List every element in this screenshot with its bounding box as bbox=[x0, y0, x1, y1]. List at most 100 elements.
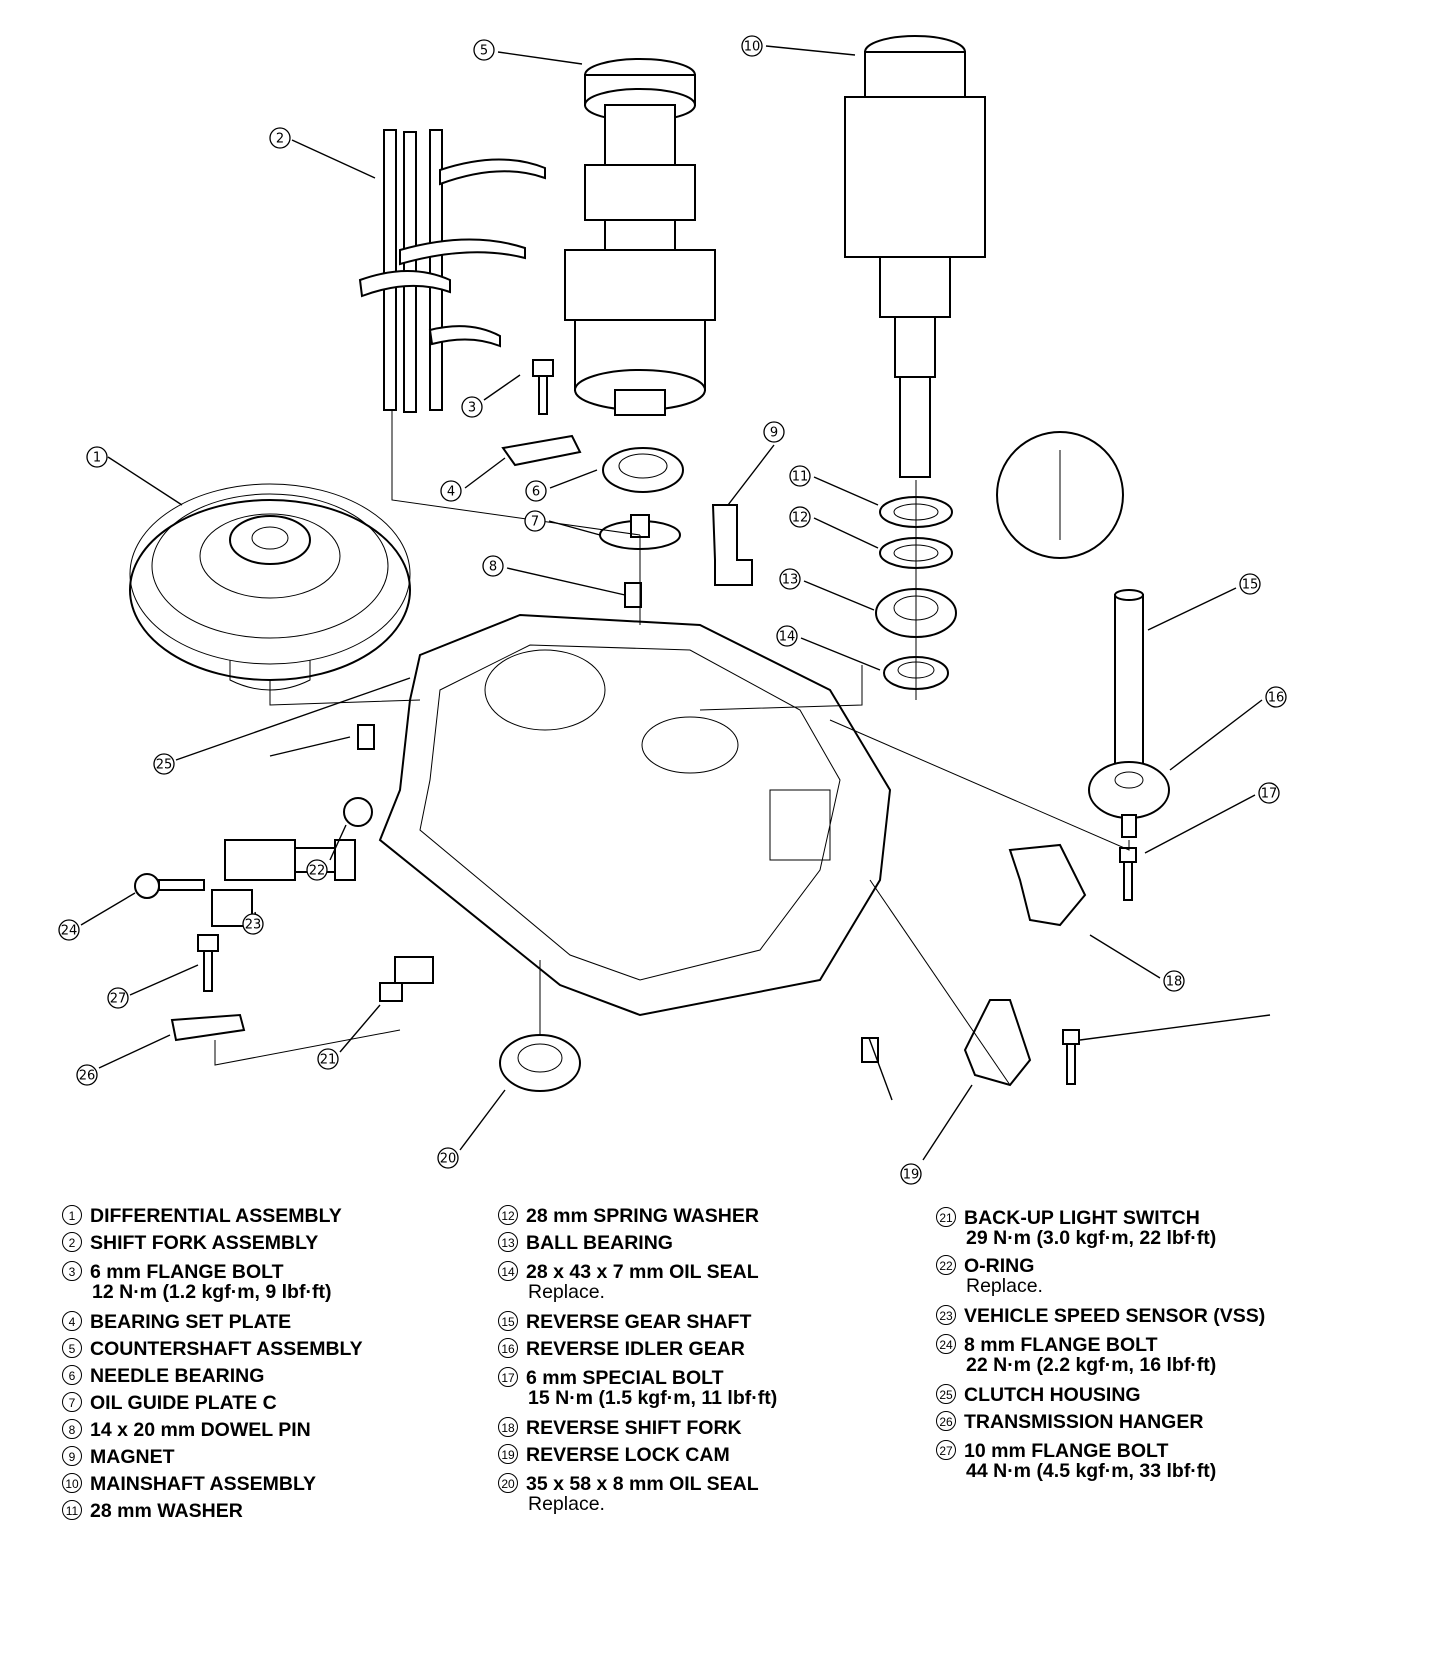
callout-circle bbox=[269, 127, 291, 149]
callout-number: 23 bbox=[245, 918, 262, 933]
callout-17: 17 bbox=[1258, 782, 1280, 804]
flange-bolt-drawing bbox=[532, 359, 554, 415]
legend-number: 7 bbox=[62, 1392, 82, 1412]
callout-circle bbox=[153, 753, 175, 775]
callout-1: 1 bbox=[86, 446, 108, 468]
callout-number: 15 bbox=[1242, 578, 1259, 593]
callout-number: 22 bbox=[309, 864, 326, 879]
legend-sublabel: Replace. bbox=[966, 1275, 1043, 1297]
legend-sublabel: 29 N·m (3.0 kgf·m, 22 lbf·ft) bbox=[966, 1227, 1217, 1249]
legend-number: 21 bbox=[936, 1207, 956, 1227]
callout-number: 5 bbox=[480, 44, 488, 59]
legend-label: 8 mm FLANGE BOLT bbox=[964, 1334, 1158, 1356]
callout-circle bbox=[306, 859, 328, 881]
callout-number: 25 bbox=[156, 758, 173, 773]
callout-circle bbox=[900, 1163, 922, 1185]
callout-5: 5 bbox=[473, 39, 495, 61]
callout-circle bbox=[437, 1147, 459, 1169]
legend-number: 16 bbox=[498, 1338, 518, 1358]
callout-number: 12 bbox=[792, 511, 809, 526]
legend-label: MAGNET bbox=[90, 1446, 175, 1468]
legend-label: DIFFERENTIAL ASSEMBLY bbox=[90, 1205, 342, 1227]
legend-number: 5 bbox=[62, 1338, 82, 1358]
callout-circle bbox=[473, 39, 495, 61]
callout-circle bbox=[58, 919, 80, 941]
callout-4: 4 bbox=[440, 480, 462, 502]
legend-label: O-RING bbox=[964, 1255, 1035, 1277]
callout-9: 9 bbox=[763, 421, 785, 443]
legend-number: 4 bbox=[62, 1311, 82, 1331]
legend-sublabel: 22 N·m (2.2 kgf·m, 16 lbf·ft) bbox=[966, 1354, 1217, 1376]
callout-circle bbox=[461, 396, 483, 418]
parts-drawing bbox=[80, 35, 1271, 1161]
legend-number: 24 bbox=[936, 1334, 956, 1354]
legend-number: 17 bbox=[498, 1367, 518, 1387]
legend-item-16: 16 REVERSE IDLER GEAR bbox=[498, 1336, 928, 1363]
legend-label: OIL GUIDE PLATE C bbox=[90, 1392, 277, 1414]
legend-label: 14 x 20 mm DOWEL PIN bbox=[90, 1419, 311, 1441]
callout-2: 2 bbox=[269, 127, 291, 149]
callout-10: 10 bbox=[741, 35, 763, 57]
callout-12: 12 bbox=[789, 506, 811, 528]
callout-number: 2 bbox=[276, 132, 284, 147]
callout-number: 21 bbox=[320, 1053, 337, 1068]
callout-21: 21 bbox=[317, 1048, 339, 1070]
callout-circle bbox=[524, 510, 546, 532]
legend-label: NEEDLE BEARING bbox=[90, 1365, 265, 1387]
legend-number: 15 bbox=[498, 1311, 518, 1331]
legend-sublabel: Replace. bbox=[528, 1281, 605, 1303]
callout-11: 11 bbox=[789, 465, 811, 487]
legend-label: 6 mm SPECIAL BOLT bbox=[526, 1367, 724, 1389]
legend-number: 14 bbox=[498, 1261, 518, 1281]
legend-sublabel: 12 N·m (1.2 kgf·m, 9 lbf·ft) bbox=[92, 1281, 332, 1303]
legend-number: 23 bbox=[936, 1305, 956, 1325]
callout-19: 19 bbox=[900, 1163, 922, 1185]
legend-label: TRANSMISSION HANGER bbox=[964, 1411, 1204, 1433]
legend-number: 1 bbox=[62, 1205, 82, 1225]
legend-label: REVERSE GEAR SHAFT bbox=[526, 1311, 752, 1333]
callout-circle bbox=[317, 1048, 339, 1070]
legend-number: 3 bbox=[62, 1261, 82, 1281]
legend-label: CLUTCH HOUSING bbox=[964, 1384, 1141, 1406]
legend-number: 11 bbox=[62, 1500, 82, 1520]
legend-number: 2 bbox=[62, 1232, 82, 1252]
legend-label: 10 mm FLANGE BOLT bbox=[964, 1440, 1169, 1462]
callout-number: 7 bbox=[531, 515, 539, 530]
callout-circle bbox=[779, 568, 801, 590]
callout-circle bbox=[440, 480, 462, 502]
legend-label: REVERSE IDLER GEAR bbox=[526, 1338, 745, 1360]
legend-label: 28 x 43 x 7 mm OIL SEAL bbox=[526, 1261, 759, 1283]
legend-item-1: 1 DIFFERENTIAL ASSEMBLY bbox=[62, 1203, 492, 1230]
legend-label: BALL BEARING bbox=[526, 1232, 673, 1254]
legend-number: 27 bbox=[936, 1440, 956, 1460]
callout-circle bbox=[76, 1064, 98, 1086]
callout-circle bbox=[107, 987, 129, 1009]
callout-circle bbox=[1163, 970, 1185, 992]
legend-number: 18 bbox=[498, 1417, 518, 1437]
callout-circle bbox=[86, 446, 108, 468]
callout-number: 20 bbox=[440, 1152, 457, 1167]
callout-number: 11 bbox=[792, 470, 809, 485]
clutch-housing-drawing bbox=[378, 613, 892, 1017]
callout-8: 8 bbox=[482, 555, 504, 577]
callout-circle bbox=[1265, 686, 1287, 708]
legend-number: 20 bbox=[498, 1473, 518, 1493]
callout-25: 25 bbox=[153, 753, 175, 775]
legend-label: BACK-UP LIGHT SWITCH bbox=[964, 1207, 1200, 1229]
callout-16: 16 bbox=[1265, 686, 1287, 708]
callout-circle bbox=[482, 555, 504, 577]
callout-number: 8 bbox=[489, 560, 497, 575]
legend-sublabel: 15 N·m (1.5 kgf·m, 11 lbf·ft) bbox=[528, 1387, 778, 1409]
